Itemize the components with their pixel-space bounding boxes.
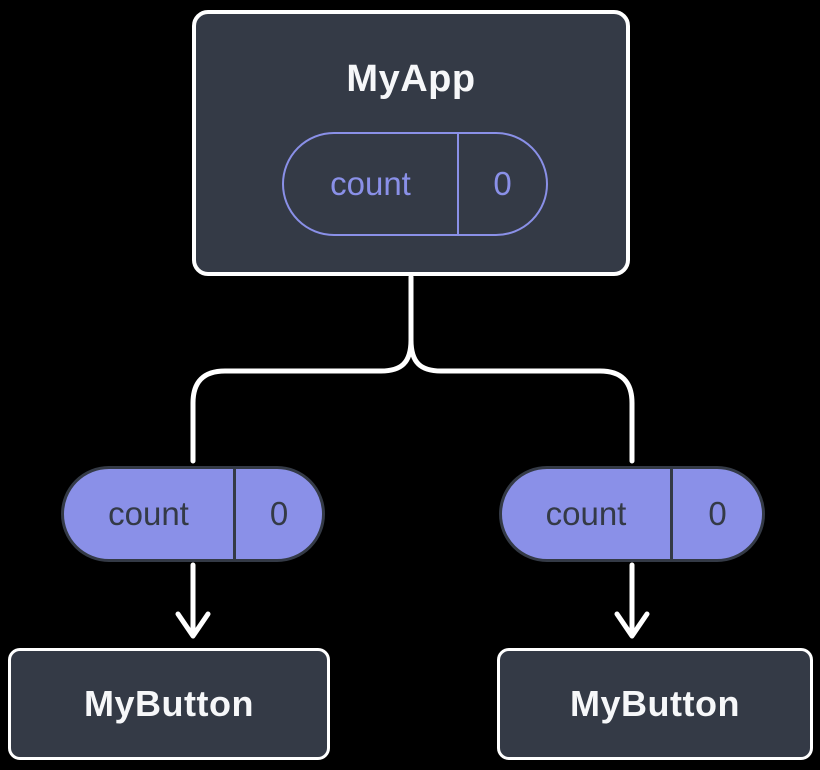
mybutton-right-component-box: MyButton (497, 648, 813, 760)
mybutton-right-title: MyButton (570, 683, 740, 724)
state-value-label: 0 (493, 165, 512, 202)
connector-branch-left (190, 337, 414, 464)
prop-name-label: count (64, 469, 236, 559)
prop-value-label: 0 (708, 495, 727, 532)
state-name-label: count (284, 134, 459, 234)
prop-value-label: 0 (269, 495, 289, 532)
mybutton-left-component-box: MyButton (8, 648, 330, 760)
prop-name-label: count (502, 469, 673, 559)
myapp-component-box: MyApp count 0 (192, 10, 630, 276)
arrow-head-right-icon (614, 611, 650, 639)
mybutton-left-title: MyButton (84, 683, 254, 724)
arrow-head-left-icon (175, 611, 211, 639)
connector-branch-right (408, 337, 635, 464)
myapp-state-pill: count 0 (282, 132, 548, 236)
left-prop-pill: count 0 (61, 466, 325, 562)
myapp-title: MyApp (346, 58, 476, 100)
right-prop-pill: count 0 (499, 466, 765, 562)
